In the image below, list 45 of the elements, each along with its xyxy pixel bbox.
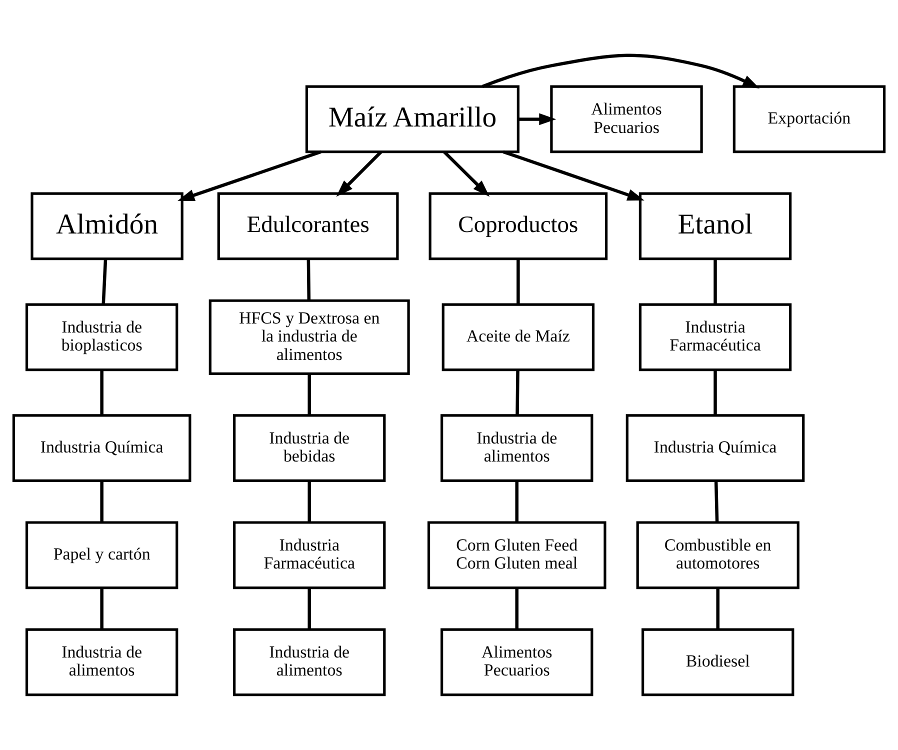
node-box: Alimentos Pecuarios	[550, 85, 703, 154]
connector	[306, 258, 311, 300]
node-box: Edulcorantes	[217, 192, 399, 260]
connector	[515, 588, 518, 630]
node-box: HFCS y Dextrosa en la industria de alimentos	[208, 299, 410, 376]
node-box: Industria Farmacéutica	[233, 521, 386, 590]
arrow	[443, 150, 490, 197]
connector	[100, 370, 104, 416]
connector	[308, 480, 311, 522]
node-box: Industria de alimentos	[25, 628, 178, 696]
node-box: Industria de bebidas	[233, 414, 386, 482]
node-box: Corn Gluten Feed Corn Gluten meal	[427, 521, 606, 590]
node-box: Industria de bioplasticos	[25, 303, 178, 372]
node-box: Maíz Amarillo	[305, 85, 520, 154]
arrow	[336, 150, 382, 197]
arrow	[502, 150, 644, 201]
arrow	[482, 54, 760, 88]
node-box: Industria Química	[626, 414, 805, 482]
connector	[716, 588, 720, 630]
connector	[308, 588, 311, 630]
node-box: Exportación	[732, 85, 886, 154]
connector	[714, 258, 717, 304]
node-box: Alimentos Pecuarios	[440, 628, 594, 696]
connector	[714, 480, 719, 522]
arrow	[178, 150, 322, 201]
node-box: Papel y cartón	[25, 521, 178, 590]
node-box: Combustible en automotores	[636, 521, 800, 590]
connector	[515, 480, 518, 522]
connector	[308, 374, 311, 416]
node-box: Industria Química	[12, 414, 192, 482]
node-box: Biodiesel	[642, 628, 794, 696]
node-box: Industria Farmacéutica	[638, 303, 792, 372]
connector	[516, 258, 520, 304]
connector	[714, 370, 717, 416]
node-box: Coproductos	[428, 192, 608, 260]
connector	[102, 258, 108, 304]
node-box: Etanol	[638, 192, 792, 260]
connector	[100, 588, 104, 630]
connector	[516, 370, 520, 416]
node-box: Almidón	[30, 192, 184, 260]
node-box: Industria de alimentos	[440, 414, 594, 482]
node-box: Industria de alimentos	[233, 628, 386, 696]
arrow	[518, 113, 556, 126]
node-box: Aceite de Maíz	[442, 303, 595, 372]
connector	[100, 480, 104, 522]
